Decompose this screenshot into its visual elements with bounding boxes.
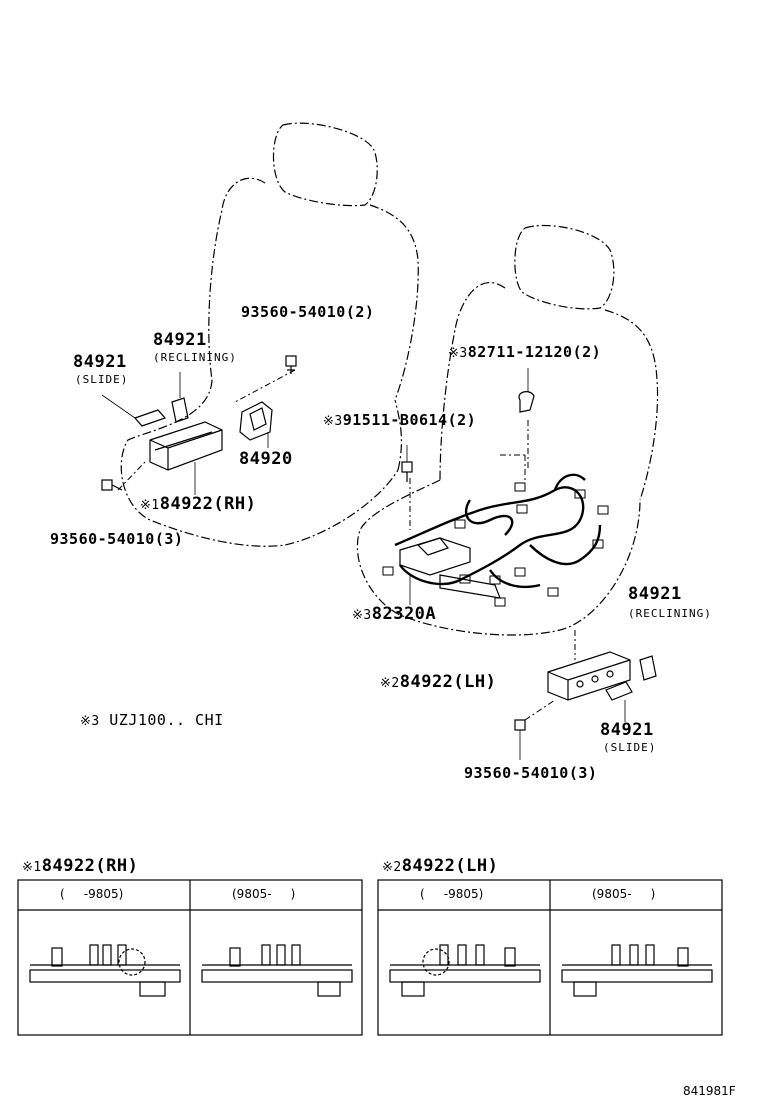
mark-2: ※2: [380, 676, 400, 691]
label-84921-reclining-left: 84921: [153, 330, 207, 350]
recline-knob-right: [639, 655, 657, 681]
bolt-91511: [401, 445, 413, 482]
screw-left: [101, 479, 123, 491]
right-seat-outline: [356, 224, 659, 636]
label-84922-rh-text: 84922(RH): [159, 494, 257, 514]
harness-block: [399, 537, 501, 605]
lh-new-switch: [561, 944, 713, 997]
screw-right: [514, 719, 526, 760]
mark-1: ※1: [140, 498, 160, 513]
wire-harness-82320a: [394, 473, 602, 589]
label-84922-lh: ※284922(LH): [380, 672, 496, 692]
switch-rh-left: [149, 421, 223, 495]
clip-82711: [518, 368, 535, 413]
table-rh-col2-header: (9805- ): [232, 887, 296, 901]
table-lh-col1-header: ( -9805): [420, 887, 484, 901]
left-seat-outline: [120, 122, 419, 547]
label-93560-top: 93560-54010(2): [241, 303, 375, 321]
label-84921-slide-right: 84921: [600, 720, 654, 740]
table-rh-col1-header: ( -9805): [60, 887, 124, 901]
table-lh-title: ※284922(LH): [382, 856, 498, 876]
table-lh-col2-header: (9805- ): [592, 887, 656, 901]
table-rh-title-text: 84922(RH): [41, 856, 139, 876]
label-82711: ※382711-12120(2): [448, 343, 601, 361]
switch-lh-right: [547, 651, 631, 701]
table-lh-frame: [377, 879, 723, 1036]
recline-knob-left: [171, 372, 189, 423]
label-slide-left-sub: (SLIDE): [75, 373, 129, 386]
slide-knob-right: [605, 681, 633, 722]
label-82320a-text: 82320A: [371, 604, 437, 624]
label-84921-reclining-right: 84921: [628, 584, 682, 604]
cover-84920: [239, 401, 273, 448]
label-reclining-right-sub: (RECLINING): [628, 607, 712, 620]
figure-reference: 841981F: [683, 1084, 736, 1098]
slide-knob-left: [101, 394, 167, 427]
label-93560-left: 93560-54010(3): [50, 530, 184, 548]
mark-3-note: ※3: [80, 714, 100, 729]
label-84922-lh-text: 84922(LH): [399, 672, 497, 692]
lh-old-switch: [389, 944, 541, 997]
table-rh-mark: ※1: [22, 860, 42, 875]
label-84922-rh: ※184922(RH): [140, 494, 256, 514]
table-rh-title: ※184922(RH): [22, 856, 138, 876]
label-82711-text: 82711-12120(2): [467, 343, 602, 361]
rh-old-switch: [29, 944, 181, 997]
table-rh-frame: [17, 879, 363, 1036]
label-84921-slide-left: 84921: [73, 352, 127, 372]
table-lh-mark: ※2: [382, 860, 402, 875]
label-84920: 84920: [239, 449, 293, 469]
label-reclining-left-sub: (RECLINING): [153, 351, 237, 364]
label-82320a: ※382320A: [352, 604, 436, 624]
screw-top-left: [285, 355, 297, 374]
model-note-text: UZJ100.. CHI: [109, 711, 224, 729]
mark-3-82711: ※3: [448, 346, 468, 361]
label-slide-right-sub: (SLIDE): [603, 741, 657, 754]
model-note: ※3 UZJ100.. CHI: [80, 711, 224, 729]
mark-3-91511: ※3: [323, 414, 343, 429]
label-93560-right: 93560-54010(3): [464, 764, 598, 782]
label-91511-text: 91511-B0614(2): [342, 411, 477, 429]
label-91511: ※391511-B0614(2): [323, 411, 476, 429]
table-lh-title-text: 84922(LH): [401, 856, 499, 876]
mark-3-82320: ※3: [352, 608, 372, 623]
rh-new-switch: [201, 944, 353, 997]
